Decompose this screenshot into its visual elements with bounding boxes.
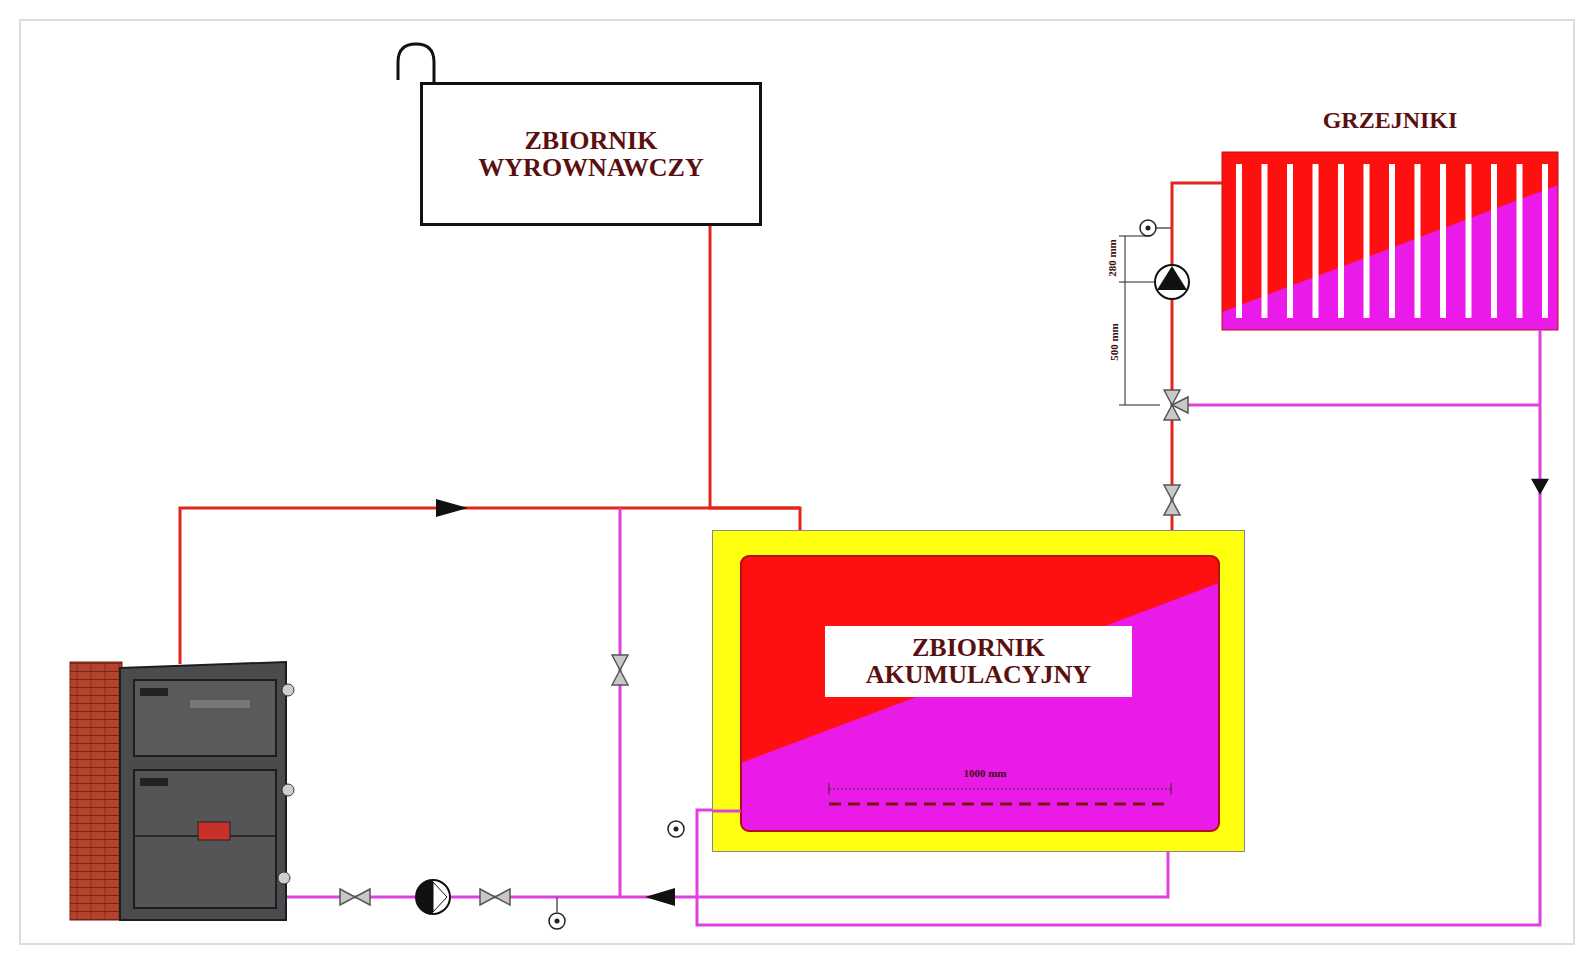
node-title: ZBIORNIK WYROWNAWCZY <box>446 127 736 182</box>
dimension-line <box>1125 236 1126 405</box>
supply-pipe <box>180 508 800 664</box>
valve-symbol <box>612 655 628 685</box>
accumulation-tank: ZBIORNIK AKUMULACYJNY <box>712 530 1245 852</box>
valve-symbol <box>1164 485 1180 515</box>
boiler <box>70 662 122 920</box>
radiator-fin <box>1415 164 1421 318</box>
radiator-fin <box>1389 164 1395 318</box>
boiler <box>282 684 294 696</box>
frame <box>20 20 1574 944</box>
radiator-fins <box>1236 164 1548 318</box>
boiler <box>70 662 294 920</box>
dimension-label: 280 mm <box>1106 239 1118 277</box>
boiler <box>190 700 250 708</box>
pump-symbol <box>1157 266 1187 290</box>
tank-label: ZBIORNIK AKUMULACYJNY <box>825 626 1132 697</box>
radiator-fin <box>1466 164 1472 318</box>
radiator-fin <box>1236 164 1242 318</box>
flow-arrow <box>645 888 675 906</box>
valve-symbol <box>340 889 370 905</box>
radiator <box>1222 152 1558 330</box>
dimension-label: 500 mm <box>1108 323 1120 361</box>
boiler <box>134 680 276 756</box>
expansion-tank: ZBIORNIK WYROWNAWCZY <box>420 82 762 226</box>
pump-symbol <box>416 880 433 914</box>
radiator-fin <box>1287 164 1293 318</box>
radiator-fin <box>1364 164 1370 318</box>
bypass-pipe <box>619 508 622 897</box>
radiator-fin <box>1262 164 1268 318</box>
boiler <box>198 822 230 840</box>
hot-water <box>741 556 1219 763</box>
three-way-valve <box>1172 397 1188 413</box>
gauge-stem <box>556 897 558 912</box>
radiator-fin <box>1491 164 1497 318</box>
radiator <box>1222 152 1558 330</box>
pipe-line <box>1172 183 1222 530</box>
boiler <box>140 778 168 786</box>
radiator-fin <box>1517 164 1523 318</box>
pipe-line <box>697 330 1540 925</box>
radiator <box>1222 152 1558 330</box>
pipe-connector <box>697 330 1549 925</box>
valve-symbol <box>480 889 510 905</box>
dimension-tick <box>1171 783 1172 795</box>
gauge-symbol <box>1140 220 1156 236</box>
radiator: GRZEJNIKI <box>1222 100 1558 330</box>
dimension-line <box>1119 236 1150 237</box>
dimension-line <box>1119 405 1160 406</box>
dimension-label: 1000 mm <box>963 767 1006 779</box>
gauge-symbol <box>668 821 684 837</box>
pump-symbol <box>433 882 447 912</box>
dimension-line <box>1119 282 1155 283</box>
mixing-bypass-pipe <box>1172 404 1540 407</box>
pipe-connector <box>710 226 800 530</box>
boiler <box>282 784 294 796</box>
tank-wall <box>741 556 1219 831</box>
flow-arrow <box>436 499 468 517</box>
boiler <box>140 688 168 696</box>
pipe-line <box>710 226 800 530</box>
pump-symbol <box>416 880 450 914</box>
node-title: GRZEJNIKI <box>1323 108 1458 133</box>
radiator-fin <box>1313 164 1319 318</box>
return-inlet <box>713 810 741 813</box>
gauge-symbol <box>549 913 565 929</box>
radiator-fin <box>1338 164 1344 318</box>
radiator-fin <box>1440 164 1446 318</box>
boiler <box>278 872 290 884</box>
pipe-connector <box>1172 183 1222 530</box>
heating-coil <box>829 803 1169 806</box>
cool-water <box>741 556 1219 831</box>
dimension-tick <box>829 783 830 795</box>
dimension-line <box>829 789 1171 790</box>
pump-symbol <box>1155 265 1189 299</box>
arrow-head <box>1531 479 1549 495</box>
boiler <box>120 662 286 920</box>
pump-symbol <box>1155 265 1189 299</box>
dimension-line <box>1119 236 1160 405</box>
radiator-fin <box>1542 164 1548 318</box>
pump-symbol <box>416 880 450 914</box>
boiler <box>134 770 276 908</box>
